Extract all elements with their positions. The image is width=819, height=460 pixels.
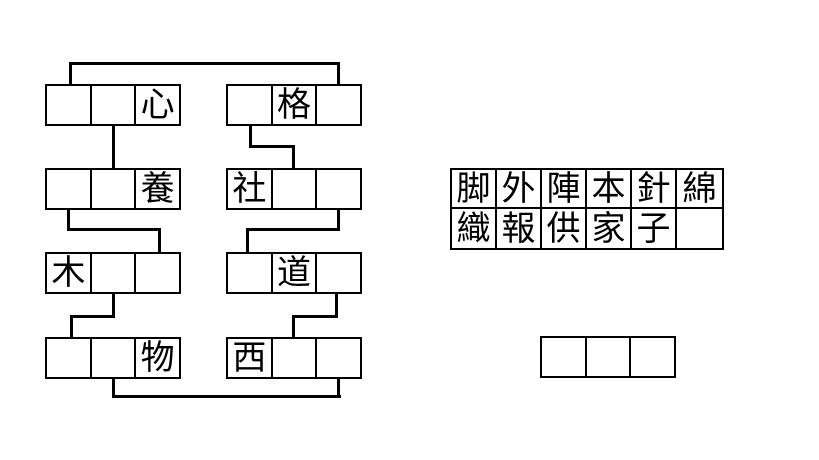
puzzle-cell-empty[interactable]: [134, 254, 179, 292]
connector-top-arch-right: [337, 62, 340, 86]
connector-r1-r2-h: [249, 145, 295, 148]
puzzle-cell-empty[interactable]: [47, 170, 90, 208]
puzzle-cell-given: 養: [134, 170, 179, 208]
connector-r3-r4-h: [292, 315, 338, 318]
bank-tile[interactable]: 家: [587, 209, 632, 248]
puzzle-cell-given: 西: [232, 339, 267, 377]
connector-r3-r4-v1: [335, 292, 338, 318]
connector-l2-l3-h: [67, 228, 161, 231]
bank-tile[interactable]: 綿: [677, 170, 722, 209]
puzzle-cell-empty[interactable]: [228, 86, 271, 124]
connector-r2-r3-v1: [337, 209, 340, 231]
kanji-bank: 脚 外 陣 本 針 綿 織 報 供 家 子: [450, 168, 724, 250]
connector-r1-r2-v1: [249, 125, 252, 148]
connector-top-arch-left: [69, 62, 72, 86]
answer-cell[interactable]: [629, 338, 674, 376]
word-box-left-1: 心: [45, 84, 181, 126]
puzzle-cell-given: 心: [134, 86, 179, 124]
puzzle-cell-given: 社: [232, 170, 267, 208]
puzzle-cell-empty[interactable]: [47, 86, 90, 124]
connector-l1-l2: [112, 125, 115, 170]
bank-tile[interactable]: 子: [632, 209, 677, 248]
word-box-right-4: 西: [226, 337, 362, 379]
connector-l3-l4-v2: [70, 315, 73, 339]
puzzle-cell-empty[interactable]: [315, 170, 360, 208]
puzzle-cell-empty[interactable]: [47, 339, 90, 377]
bank-tile[interactable]: 針: [632, 170, 677, 209]
puzzle-cell-empty[interactable]: [89, 86, 135, 124]
puzzle-cell-empty[interactable]: [89, 254, 135, 292]
bank-tile[interactable]: 織: [452, 209, 497, 248]
connector-bottom-arch-left: [112, 377, 115, 398]
connector-r2-r3-v2: [246, 228, 249, 254]
answer-box: [540, 336, 676, 378]
answer-cell[interactable]: [584, 338, 630, 376]
puzzle-cell-given: 物: [134, 339, 179, 377]
puzzle-cell-empty[interactable]: [89, 339, 135, 377]
word-box-right-2: 社: [226, 168, 362, 210]
bank-tile[interactable]: 本: [587, 170, 632, 209]
puzzle-cell-empty[interactable]: [89, 170, 135, 208]
puzzle-cell-empty[interactable]: [315, 339, 360, 377]
puzzle-cell-given: 道: [270, 254, 316, 292]
answer-cell[interactable]: [542, 338, 585, 376]
connector-bottom-arch: [112, 395, 341, 398]
bank-tile[interactable]: 報: [497, 209, 542, 248]
bank-tile[interactable]: 陣: [542, 170, 587, 209]
word-box-left-4: 物: [45, 337, 181, 379]
word-box-left-2: 養: [45, 168, 181, 210]
puzzle-cell-empty[interactable]: [315, 86, 360, 124]
bank-tile[interactable]: 供: [542, 209, 587, 248]
connector-l3-l4-v1: [112, 292, 115, 318]
connector-r3-r4-v2: [292, 315, 295, 339]
word-box-left-3: 木: [45, 252, 181, 294]
puzzle-cell-empty[interactable]: [315, 254, 360, 292]
connector-bottom-arch-right: [337, 377, 340, 398]
connector-r2-r3-h: [246, 228, 340, 231]
puzzle-cell-given: 木: [51, 254, 86, 292]
connector-l2-l3-v1: [67, 209, 70, 231]
puzzle-cell-empty[interactable]: [270, 170, 316, 208]
word-box-right-3: 道: [226, 252, 362, 294]
connector-l3-l4-h: [70, 315, 115, 318]
bank-tile[interactable]: 外: [497, 170, 542, 209]
bank-tile-empty: [677, 209, 722, 248]
puzzle-cell-empty[interactable]: [270, 339, 316, 377]
word-box-right-1: 格: [226, 84, 362, 126]
puzzle-cell-given: 格: [270, 86, 316, 124]
connector-top-arch: [69, 62, 340, 65]
connector-l2-l3-v2: [158, 228, 161, 254]
puzzle-cell-empty[interactable]: [228, 254, 271, 292]
connector-r1-r2-v2: [292, 145, 295, 170]
bank-tile[interactable]: 脚: [452, 170, 497, 209]
